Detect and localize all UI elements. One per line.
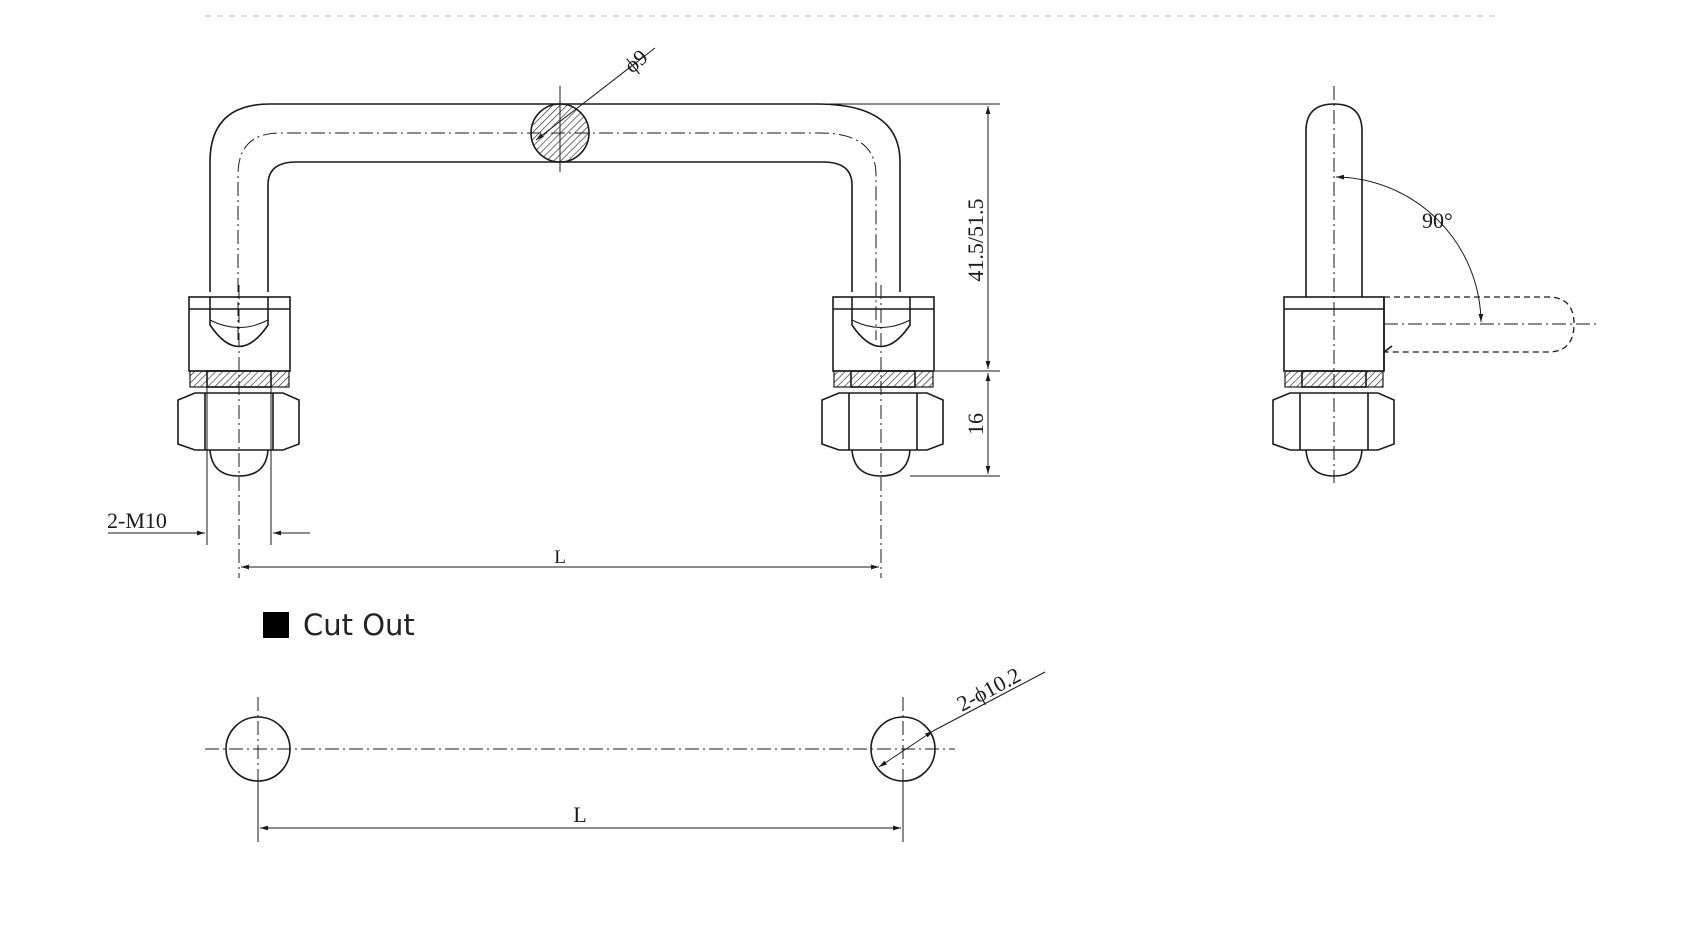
- left-mount: [177, 285, 300, 578]
- length-label: L: [554, 547, 566, 568]
- cutout-section-header: Cut Out: [263, 608, 415, 642]
- cutout-view: [205, 671, 1046, 842]
- handle-center-line: [237, 132, 877, 340]
- cutout-length-label: L: [573, 802, 586, 827]
- side-nut: [1272, 392, 1395, 451]
- right-mount: [821, 285, 944, 578]
- section-title: Cut Out: [303, 608, 415, 642]
- right-block: [832, 296, 935, 372]
- rotation-angle-arc: [1335, 174, 1484, 323]
- hole-diameter-leader: [932, 671, 1046, 732]
- side-view: [1272, 86, 1598, 483]
- side-washer: [1284, 370, 1384, 388]
- section-marker-square: [263, 612, 289, 638]
- front-view: [108, 47, 1000, 578]
- nut-height-label: 16: [963, 413, 988, 435]
- side-acorn: [1305, 449, 1363, 477]
- height-label: 41.5/51.5: [963, 198, 988, 281]
- rotation-angle-label: 90°: [1422, 208, 1453, 233]
- hole-diameter-arrows: [878, 730, 934, 768]
- folded-rod-position: [1384, 296, 1575, 353]
- rod-diameter-leader: [535, 47, 656, 141]
- right-acorn: [851, 449, 911, 477]
- right-washer: [833, 370, 934, 388]
- handle-inner-contour: [267, 161, 853, 292]
- hole-diameter-label: 2-ϕ10.2: [953, 662, 1025, 716]
- left-nut: [177, 392, 300, 451]
- right-nut: [821, 392, 944, 451]
- rod-diameter-label: ϕ9: [619, 44, 652, 78]
- thread-label: 2-M10: [107, 508, 167, 533]
- left-acorn: [209, 449, 269, 477]
